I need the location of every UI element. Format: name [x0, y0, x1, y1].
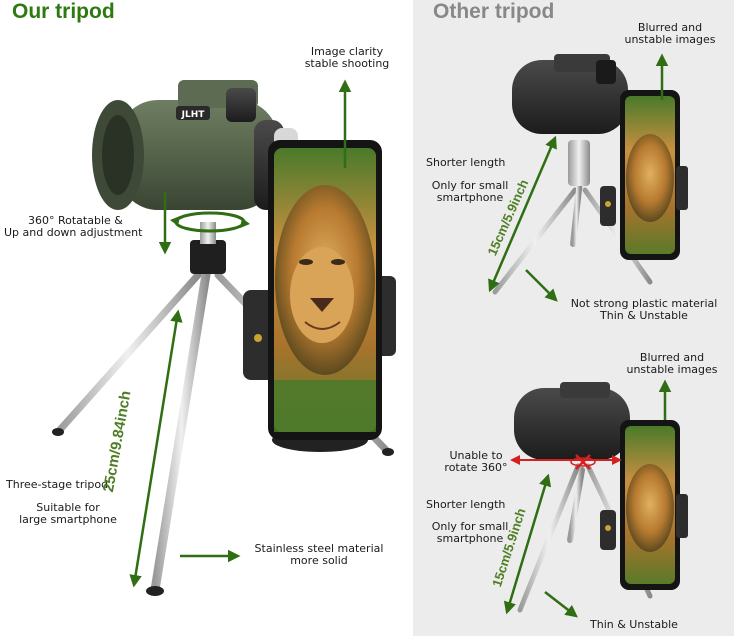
tripod-head-icon [190, 240, 226, 274]
label-shorter-bottom: Shorter length [426, 498, 506, 511]
lion-photo [274, 185, 376, 432]
label-shorter-top: Shorter length [426, 156, 506, 169]
arrow-length-25cm [129, 309, 183, 588]
heading-other-tripod: Other tripod [433, 0, 555, 23]
our-tripod-group: JLHT [52, 53, 688, 618]
label-unable-rotate: Unable to rotate 360° [444, 449, 508, 474]
arrow-length-bottom [503, 473, 552, 615]
arrow-plastic [525, 269, 558, 302]
label-thin-unstable: Thin & Unstable [590, 618, 678, 631]
heading-our-tripod: Our tripod [12, 0, 115, 23]
brand-label: JLHT [181, 110, 206, 120]
other-tripod-top-group [492, 54, 688, 295]
monocular-icon: JLHT [92, 80, 298, 210]
rotation-arrow-icon [170, 211, 250, 233]
other-tripod-bottom-group [514, 382, 688, 613]
arrow-thin [544, 591, 578, 618]
label-only-small-bottom: Only for small smartphone [431, 520, 509, 545]
label-three-stage: Three-stage tripod [6, 478, 109, 491]
label-blurred-top: Blurred and unstable images [624, 21, 716, 46]
label-blurred-bottom: Blurred and unstable images [626, 351, 718, 376]
arrow-length-top [488, 135, 557, 293]
label-suitable-large: Suitable for large smartphone [19, 501, 117, 526]
smartphone-icon [268, 140, 382, 440]
label-stainless-steel: Stainless steel material more solid [254, 542, 384, 567]
blocked-rotation-icon [510, 454, 622, 470]
label-only-small-top: Only for small smartphone [431, 179, 509, 204]
label-plastic-material: Not strong plastic material Thin & Unsta… [570, 297, 718, 322]
label-image-clarity: Image clarity stable shooting [304, 45, 390, 70]
label-rotatable: 360° Rotatable & Up and down adjustment [4, 214, 143, 239]
tripod-leg-left [54, 271, 202, 436]
tripod-foot [146, 586, 164, 596]
